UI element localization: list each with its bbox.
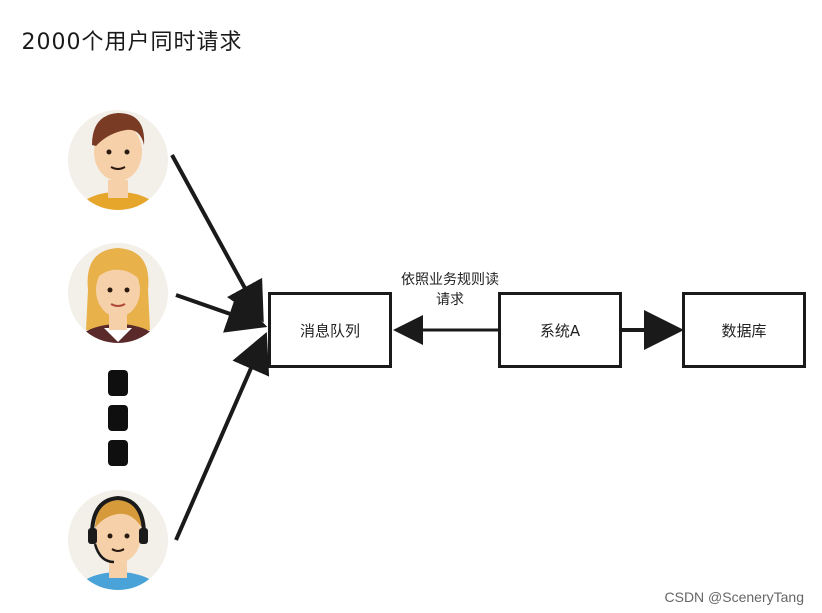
- node-system-a: 系统A: [498, 292, 622, 368]
- edge-label-read-requests: 依照业务规则读请求: [401, 272, 499, 308]
- node-message-queue-label: 消息队列: [299, 321, 360, 340]
- user-avatar-male-icon: [68, 110, 168, 210]
- arrow-user1-to-queue: [170, 154, 264, 323]
- arrow-user2-to-queue: [175, 293, 268, 333]
- user-avatar-female-icon: [68, 243, 168, 343]
- arrow-user3-to-queue: [174, 332, 270, 541]
- node-database: 数据库: [682, 292, 806, 368]
- watermark: CSDN @SceneryTang: [664, 589, 805, 605]
- ellipsis-dots-icon: [108, 370, 128, 466]
- user-avatar-headset-icon: [68, 490, 168, 590]
- diagram-title: 2000个用户同时请求: [21, 30, 243, 55]
- node-database-label: 数据库: [721, 321, 767, 340]
- node-system-a-label: 系统A: [539, 321, 581, 340]
- node-message-queue: 消息队列: [268, 292, 392, 368]
